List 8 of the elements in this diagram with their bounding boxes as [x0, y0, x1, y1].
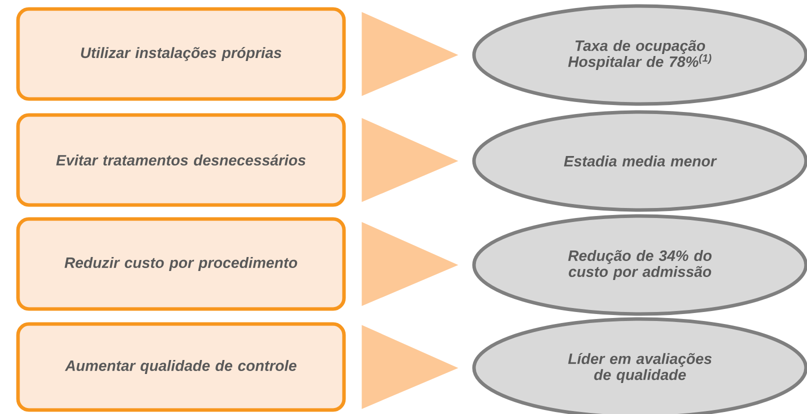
arrow	[362, 118, 458, 202]
goal-box: Reduzir custo por procedimento	[16, 217, 346, 311]
goal-box: Aumentar qualidade de controle	[16, 322, 346, 412]
goal-box: Evitar tratamentos desnecessários	[16, 113, 346, 207]
arrow	[362, 222, 458, 306]
goal-box: Utilizar instalações próprias	[16, 7, 346, 101]
arrow	[362, 325, 458, 409]
arrow	[362, 12, 458, 96]
